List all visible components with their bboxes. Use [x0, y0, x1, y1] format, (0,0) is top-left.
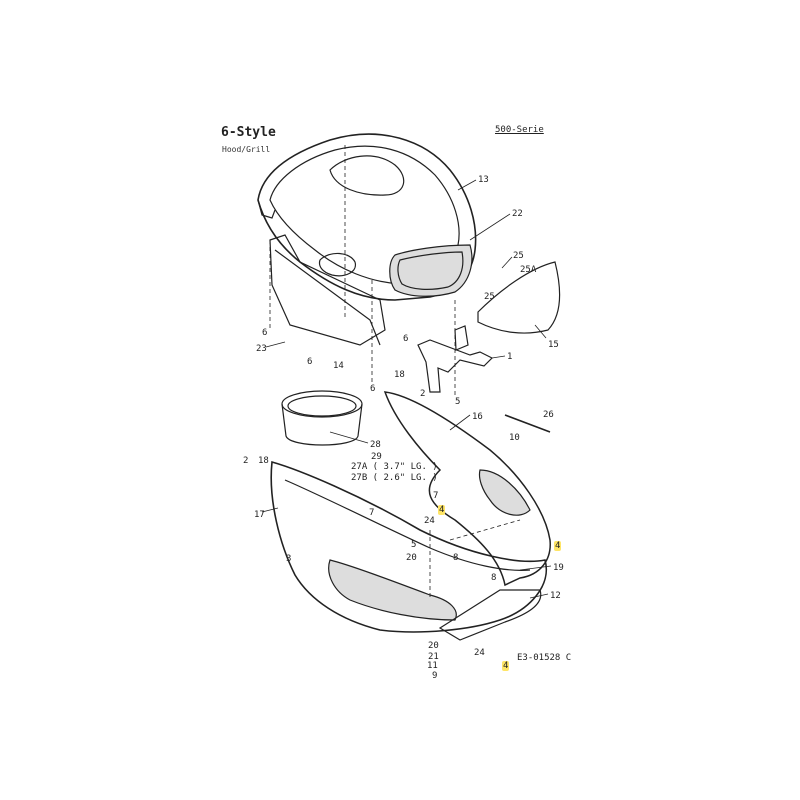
part-callout-23: 23	[256, 344, 267, 354]
part-callout-25a: 25A	[520, 265, 537, 275]
part-callout-6: 6	[370, 384, 376, 394]
part-callout-16: 16	[472, 412, 483, 422]
part-callout-29: 29	[371, 452, 382, 462]
part-callout-1: 1	[507, 352, 513, 362]
series-label: 500-Serie	[495, 125, 544, 135]
part-callout-5: 5	[455, 397, 461, 407]
diagram-title: 6-Style	[221, 125, 276, 140]
diagram-code: E3-01528 C	[517, 653, 572, 663]
ring-part-27	[281, 390, 363, 446]
part-callout-2: 2	[420, 389, 426, 399]
part-callout-28: 28	[370, 440, 381, 450]
part-callout-6: 6	[307, 357, 313, 367]
part-callout-11: 11	[427, 661, 438, 671]
part-callout-5: 5	[411, 540, 417, 550]
part-callout-18: 18	[258, 456, 269, 466]
bracket-part-12	[438, 589, 542, 641]
part-callout-25: 25	[513, 251, 524, 261]
side-panel-part-16	[383, 391, 551, 587]
part-callout-14: 14	[333, 361, 344, 371]
part-callout-24: 24	[424, 516, 435, 526]
part-callout-4: 4	[438, 505, 446, 515]
part-callout-21: 21	[428, 652, 439, 662]
part-callout-4: 4	[502, 661, 510, 671]
part-callout-17: 17	[254, 510, 265, 520]
part-callout-6: 6	[403, 334, 409, 344]
part-callout-12: 12	[550, 591, 561, 601]
assembly-lines	[269, 145, 521, 600]
part-callout-26: 26	[543, 410, 554, 420]
part-callout-27b: 27B ( 2.6" LG. )	[351, 473, 438, 483]
part-callout-8: 8	[453, 553, 459, 563]
diagram-subtitle: Hood/Grill	[222, 145, 271, 154]
part-callout-8: 8	[491, 573, 497, 583]
part-callout-6: 6	[262, 328, 268, 338]
lens-part-15	[477, 261, 561, 334]
part-callout-25: 25	[484, 292, 495, 302]
part-callout-2: 2	[243, 456, 249, 466]
side-panel-part-17	[270, 460, 548, 633]
bracket-part-1	[417, 325, 494, 393]
part-callout-24: 24	[474, 648, 485, 658]
part-callout-10: 10	[509, 433, 520, 443]
part-callout-13: 13	[478, 175, 489, 185]
rod-part-10	[504, 414, 551, 433]
leader-lines	[261, 179, 552, 599]
part-callout-4: 4	[554, 541, 562, 551]
part-callout-22: 22	[512, 209, 523, 219]
part-callout-19: 19	[553, 563, 564, 573]
part-callout-20: 20	[428, 641, 439, 651]
part-callout-9: 9	[432, 671, 438, 681]
part-callout-3: 3	[286, 554, 292, 564]
part-callout-7: 7	[369, 508, 375, 518]
part-callout-18: 18	[394, 370, 405, 380]
hood-part-13	[257, 133, 477, 346]
part-callout-20: 20	[406, 553, 417, 563]
part-callout-27a: 27A ( 3.7" LG. )	[351, 462, 438, 472]
part-callout-7: 7	[433, 491, 439, 501]
part-callout-15: 15	[548, 340, 559, 350]
